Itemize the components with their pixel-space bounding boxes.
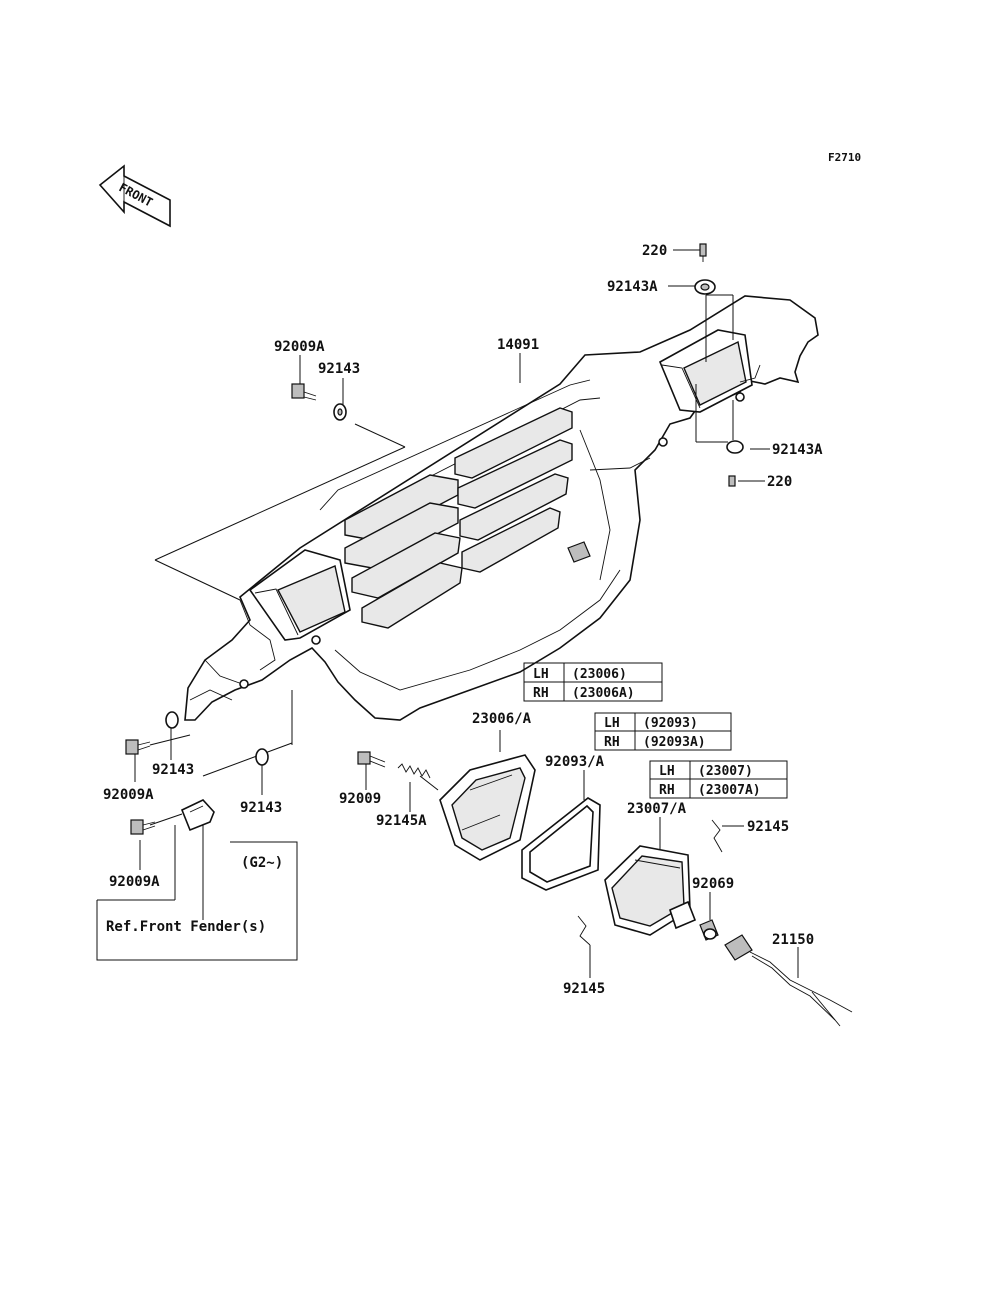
table-23006-lh-code: (23006) (572, 667, 627, 682)
screw-220-top-icon (699, 243, 707, 262)
label-92143-low: 92143 (240, 800, 282, 816)
screw-220-mid-icon (728, 475, 736, 487)
ref-front-fender-box: (G2~) Ref.Front Fender(s) (96, 841, 298, 961)
grommet-92143A-mid-icon (726, 440, 744, 454)
table-92093: LH (92093) RH (92093A) (594, 712, 732, 751)
label-21150: 21150 (772, 932, 814, 948)
label-220-mid: 220 (767, 474, 792, 490)
spring-92145A-icon (397, 763, 431, 779)
label-92143-top: 92143 (318, 361, 360, 377)
table-23007: LH (23007) RH (23007A) (649, 760, 788, 799)
bolt-92009A-left-icon (125, 739, 151, 755)
table-23007-lh-code: (23007) (698, 764, 753, 779)
table-23007-rh-code: (23007A) (698, 783, 761, 798)
label-92143-left: 92143 (152, 762, 194, 778)
leader-lines (97, 249, 799, 978)
bolt-92009A-top-icon (291, 383, 317, 401)
table-23006: LH (23006) RH (23006A) (523, 662, 663, 702)
table-23006-rh: RH (533, 686, 549, 701)
label-23007A: 23007/A (627, 801, 687, 817)
headlight-cover-illustration (184, 295, 819, 721)
table-92093-lh: LH (604, 716, 620, 731)
label-92145A: 92145A (376, 813, 427, 829)
grommet-92143A-top-icon (694, 279, 716, 295)
label-92143A-mid: 92143A (772, 442, 823, 458)
figure-code: F2710 (828, 151, 861, 164)
label-92145-low: 92145 (563, 981, 605, 997)
bracket-icon (180, 799, 215, 832)
label-220-top: 220 (642, 243, 667, 259)
label-92009A-low: 92009A (109, 874, 160, 890)
headlight-unit-23007-illustration (604, 845, 697, 936)
label-23006A: 23006/A (472, 711, 532, 727)
bulb-92069-icon (699, 919, 719, 941)
table-23006-rh-code: (23006A) (572, 686, 635, 701)
clip-92145-low-icon (577, 915, 591, 946)
label-92093A: 92093/A (545, 754, 605, 770)
ref-model-label: (G2~) (241, 855, 283, 871)
washer-92143-left-icon (165, 711, 179, 729)
headlight-frame-23006-illustration (439, 754, 536, 861)
socket-21150-illustration (724, 934, 853, 1027)
table-23007-lh: LH (659, 764, 675, 779)
table-23006-lh: LH (533, 667, 549, 682)
label-92143A-top: 92143A (607, 279, 658, 295)
label-92069: 92069 (692, 876, 734, 892)
bolt-92009-icon (357, 751, 386, 768)
label-92145-right: 92145 (747, 819, 789, 835)
table-23007-rh: RH (659, 783, 675, 798)
table-92093-rh-code: (92093A) (643, 735, 706, 750)
bolt-92009A-low-icon (130, 819, 156, 835)
label-14091: 14091 (497, 337, 539, 353)
table-92093-lh-code: (92093) (643, 716, 698, 731)
label-92009A-top: 92009A (274, 339, 325, 355)
clip-92145-right-icon (711, 819, 723, 853)
label-92009A-left: 92009A (103, 787, 154, 803)
table-92093-rh: RH (604, 735, 620, 750)
washer-92143-top-icon (333, 403, 347, 421)
washer-92143-low-icon (255, 748, 269, 766)
front-arrow-icon: FRONT (98, 164, 171, 228)
label-92009: 92009 (339, 791, 381, 807)
gasket-92093-illustration (521, 797, 601, 891)
ref-front-fender-text: Ref.Front Fender(s) (106, 919, 266, 935)
